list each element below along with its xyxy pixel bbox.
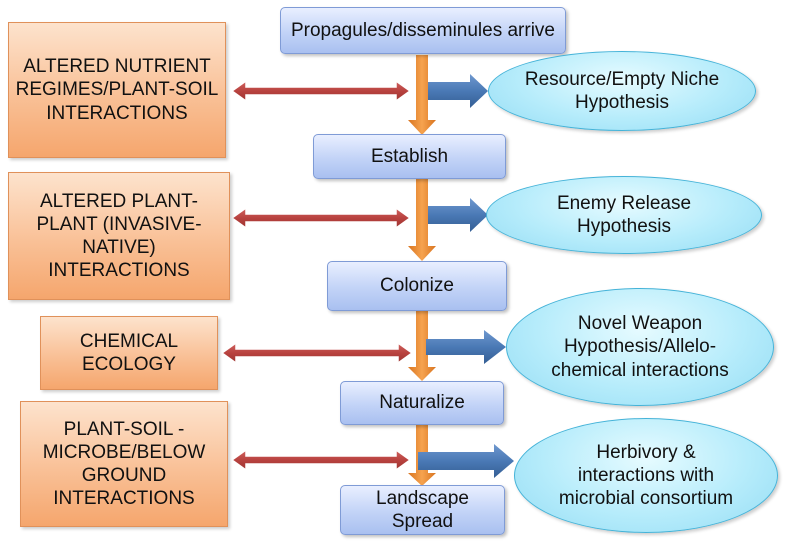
stage-label: Naturalize [379,392,465,414]
hypothesis-arrow-4 [418,444,514,478]
factor-box-plant-soil-microbe: PLANT-SOIL -MICROBE/BELOW GROUND INTERAC… [20,401,228,527]
factor-label: PLANT-SOIL -MICROBE/BELOW GROUND INTERAC… [42,418,206,510]
hypothesis-enemy-release: Enemy Release Hypothesis [486,176,762,254]
factor-box-chemical-ecology: CHEMICAL ECOLOGY [40,316,218,390]
hypothesis-resource-empty-niche: Resource/Empty Niche Hypothesis [488,51,756,131]
stage-arrow-3 [408,311,436,381]
hypothesis-label: Novel Weapon Hypothesis/Allelo-chemical … [551,313,729,381]
factor-arrow-2 [230,206,412,230]
stage-arrow-1 [408,55,436,135]
hypothesis-label: Resource/Empty Niche Hypothesis [524,68,720,113]
stage-box-establish: Establish [313,134,506,179]
factor-box-nutrient-regimes: ALTERED NUTRIENT REGIMES/PLANT-SOIL INTE… [8,22,226,158]
stage-label: Establish [370,145,449,167]
factor-label: ALTERED PLANT-PLANT (INVASIVE-NATIVE) IN… [36,190,202,282]
hypothesis-label: Enemy Release Hypothesis [556,192,692,237]
hypothesis-novel-weapon: Novel Weapon Hypothesis/Allelo-chemical … [506,288,774,406]
stage-box-colonize: Colonize [327,261,507,311]
hypothesis-arrow-2 [428,198,488,232]
factor-label: ALTERED NUTRIENT REGIMES/PLANT-SOIL INTE… [15,56,219,124]
stage-box-arrive: Propagules/disseminules arrive [280,7,566,54]
factor-arrow-4 [230,448,412,472]
stage-box-landscape-spread: Landscape Spread [340,485,505,535]
stage-label: Colonize [380,275,454,297]
stage-box-naturalize: Naturalize [340,381,504,425]
hypothesis-herbivory: Herbivory & interactions with microbial … [514,418,778,533]
stage-label: Propagules/disseminules arrive [290,19,555,41]
factor-label: CHEMICAL ECOLOGY [79,330,179,375]
hypothesis-arrow-3 [426,330,506,364]
stage-arrow-2 [408,179,436,261]
hypothesis-label: Herbivory & interactions with microbial … [558,441,734,510]
factor-box-plant-plant: ALTERED PLANT-PLANT (INVASIVE-NATIVE) IN… [8,172,230,300]
stage-label: Landscape Spread [376,487,469,532]
factor-arrow-3 [220,341,414,365]
hypothesis-arrow-1 [428,74,488,108]
factor-arrow-1 [230,79,412,103]
